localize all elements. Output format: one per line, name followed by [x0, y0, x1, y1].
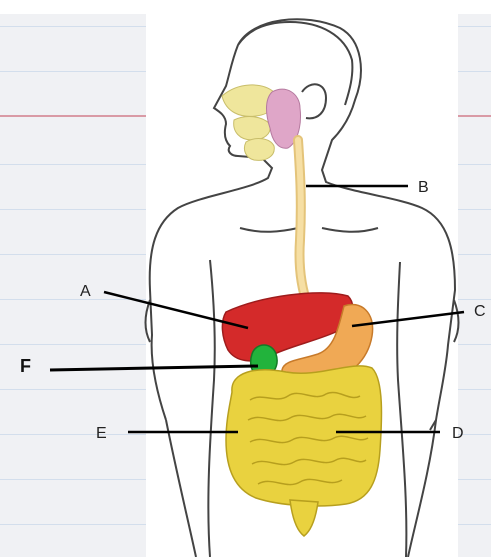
tongue [244, 139, 274, 161]
label-c: C [474, 303, 486, 320]
label-e: E [96, 425, 107, 442]
label-b: B [418, 179, 429, 196]
label-f: F [20, 356, 31, 376]
label-d: D [452, 425, 464, 442]
large-intestine [226, 366, 382, 506]
oral-cavity [234, 117, 271, 140]
label-a: A [80, 283, 91, 300]
